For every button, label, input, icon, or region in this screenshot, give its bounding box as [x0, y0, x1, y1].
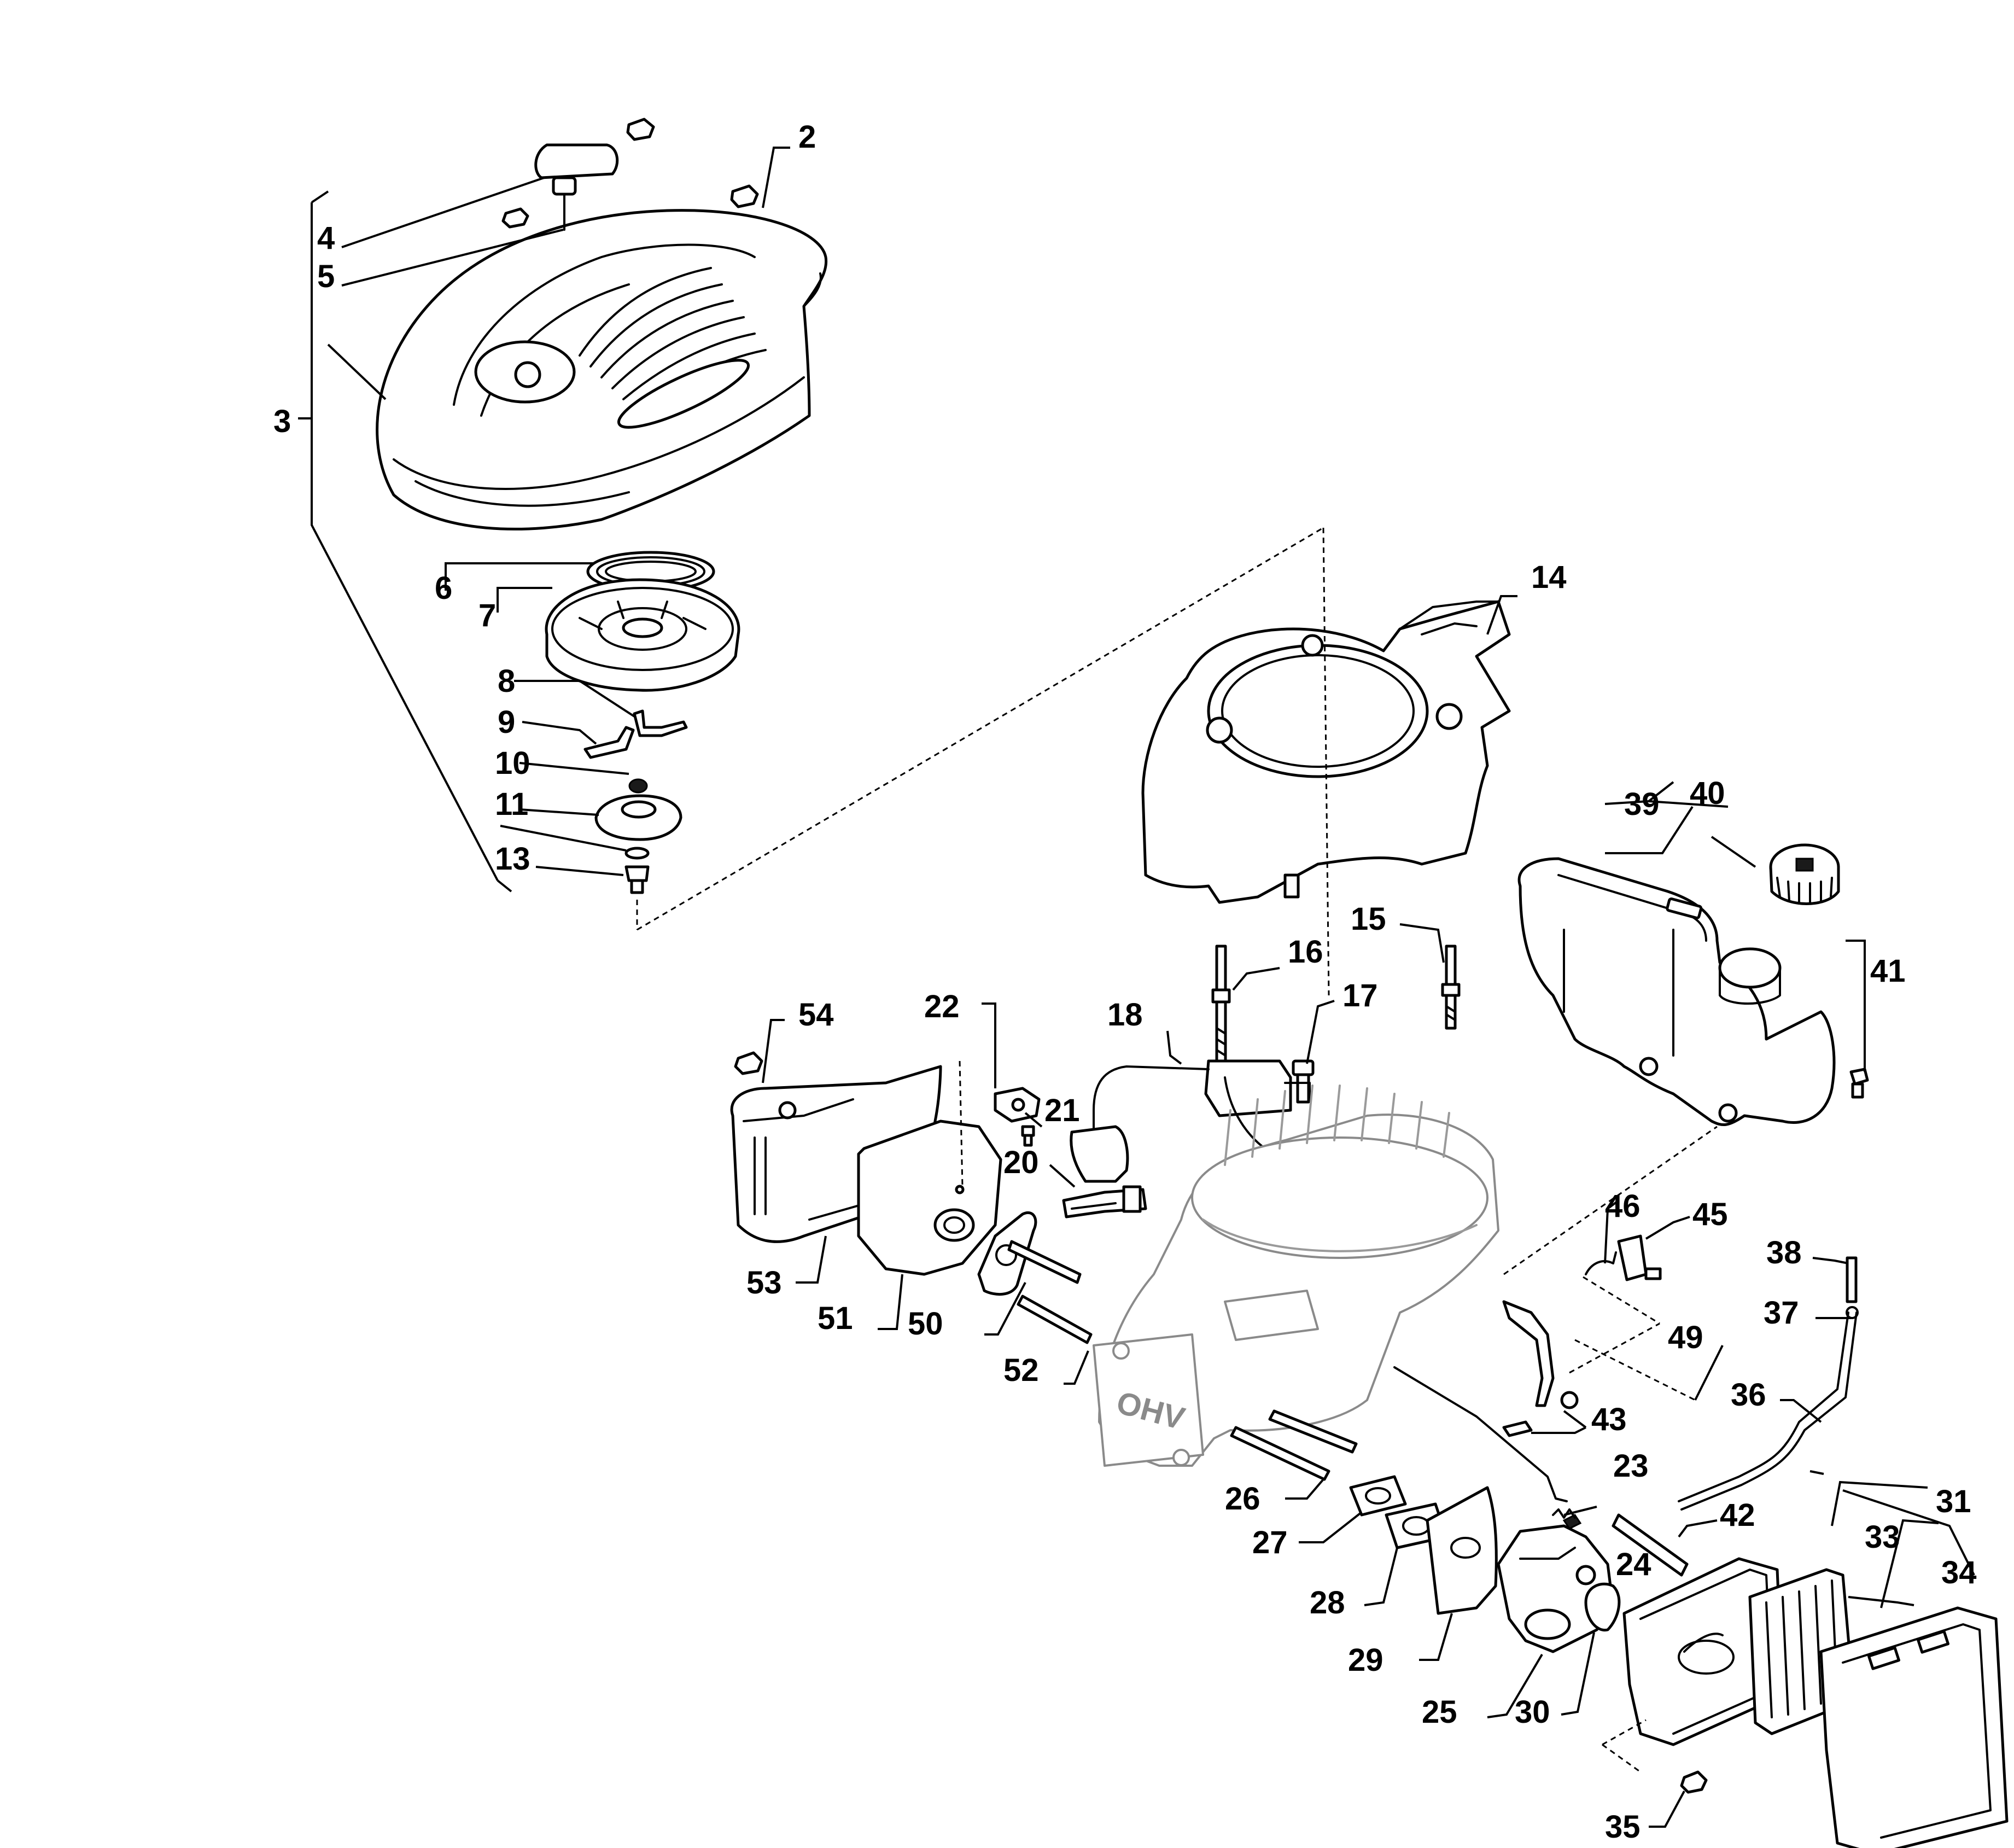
label-46: 46	[1605, 1188, 1641, 1224]
label-52: 52	[1003, 1353, 1039, 1388]
label-10: 10	[495, 745, 530, 781]
stud-15	[1441, 945, 1461, 1030]
friction-plate	[594, 794, 682, 841]
starter-cover	[376, 209, 828, 531]
screw-13	[624, 865, 650, 894]
screw-17	[1292, 1059, 1315, 1104]
spark-plug-cap	[1070, 1125, 1129, 1183]
starter-handle	[534, 143, 619, 231]
fuel-clip-37	[1846, 1306, 1859, 1319]
label-27: 27	[1252, 1525, 1288, 1560]
label-53: 53	[746, 1265, 782, 1301]
nut-2	[730, 184, 759, 208]
label-3: 3	[273, 404, 291, 439]
bolt-small	[1644, 1267, 1662, 1280]
label-22: 22	[924, 989, 960, 1024]
label-17: 17	[1342, 978, 1378, 1013]
leader-lines	[298, 147, 1975, 1828]
gasket-29	[1426, 1486, 1498, 1615]
label-49: 49	[1668, 1320, 1703, 1355]
starter-pulley	[545, 578, 740, 692]
heat-shield-bracket	[994, 1087, 1041, 1123]
label-43: 43	[1591, 1402, 1627, 1437]
exhaust-gasket	[977, 1211, 1037, 1296]
label-33: 33	[1865, 1519, 1900, 1555]
fuel-tank	[1517, 857, 1836, 1127]
label-45: 45	[1692, 1197, 1728, 1232]
bolt-41	[1849, 1068, 1869, 1099]
fuel-cap	[1769, 843, 1840, 905]
fuel-tap-38	[1846, 1256, 1858, 1303]
assembly-dashes	[636, 527, 1718, 1773]
pawl	[633, 709, 688, 737]
label-51: 51	[818, 1301, 853, 1336]
label-41: 41	[1870, 953, 1906, 989]
label-5: 5	[317, 259, 335, 294]
muffler-stud-52	[1017, 1295, 1093, 1344]
label-28: 28	[1310, 1585, 1345, 1620]
fan-housing	[1141, 600, 1511, 904]
label-31: 31	[1936, 1484, 1971, 1519]
label-14: 14	[1531, 559, 1567, 595]
bracket-45	[1617, 1234, 1648, 1281]
label-11: 11	[495, 786, 528, 822]
callout-labels: 2 3 4 5 6 7 8 9 10 11 13 14 15 16 17 18 …	[273, 119, 1977, 1845]
washer	[624, 847, 650, 860]
label-16: 16	[1288, 934, 1323, 970]
spring-46	[1585, 1251, 1617, 1275]
screw-21	[1021, 1125, 1035, 1147]
label-38: 38	[1766, 1235, 1802, 1270]
label-2: 2	[798, 119, 816, 155]
pawl-spring	[583, 726, 635, 759]
friction-spring	[628, 778, 648, 794]
label-54: 54	[798, 997, 834, 1033]
muffler-stud-upper	[1007, 1240, 1082, 1284]
intake-stud-upper	[1268, 1409, 1358, 1454]
label-23: 23	[1613, 1448, 1649, 1484]
label-50: 50	[908, 1306, 943, 1342]
label-42: 42	[1720, 1497, 1755, 1533]
label-24: 24	[1616, 1547, 1651, 1582]
label-13: 13	[495, 841, 530, 877]
gasket-30	[1584, 1582, 1621, 1632]
label-4: 4	[317, 220, 335, 256]
label-29: 29	[1348, 1642, 1383, 1678]
carburetor	[1497, 1514, 1615, 1653]
label-21: 21	[1044, 1093, 1080, 1128]
label-7: 7	[478, 598, 496, 633]
label-9: 9	[498, 704, 515, 740]
label-6: 6	[435, 570, 452, 606]
label-40: 40	[1690, 776, 1725, 811]
air-filter-base	[1622, 1557, 1784, 1746]
nut-54	[734, 1051, 763, 1075]
governor-rod	[1393, 1366, 1568, 1502]
stud-16	[1211, 945, 1231, 1079]
breather-tube-42	[1612, 1513, 1689, 1577]
nut-top	[626, 118, 655, 141]
intake-stud-26	[1230, 1426, 1330, 1481]
control-lever	[1502, 1300, 1579, 1437]
insulator-27	[1349, 1475, 1407, 1517]
nut-left	[501, 207, 529, 229]
engine-block	[1093, 1085, 1499, 1467]
ignition-coil	[1093, 1059, 1319, 1157]
label-18: 18	[1107, 997, 1143, 1033]
label-20: 20	[1003, 1145, 1039, 1180]
nut-35	[1680, 1770, 1708, 1794]
label-37: 37	[1764, 1295, 1799, 1331]
muffler	[857, 1120, 1002, 1276]
label-15: 15	[1351, 901, 1386, 937]
label-35: 35	[1605, 1809, 1641, 1845]
air-filter-cover	[1819, 1606, 2009, 1848]
label-26: 26	[1225, 1481, 1260, 1517]
label-8: 8	[498, 663, 515, 699]
label-34: 34	[1941, 1555, 1977, 1590]
label-30: 30	[1515, 1694, 1550, 1730]
label-36: 36	[1731, 1377, 1766, 1413]
label-25: 25	[1422, 1694, 1457, 1730]
spark-plug	[1062, 1185, 1147, 1219]
fuel-line-36	[1678, 1311, 1858, 1511]
label-39: 39	[1624, 786, 1660, 822]
